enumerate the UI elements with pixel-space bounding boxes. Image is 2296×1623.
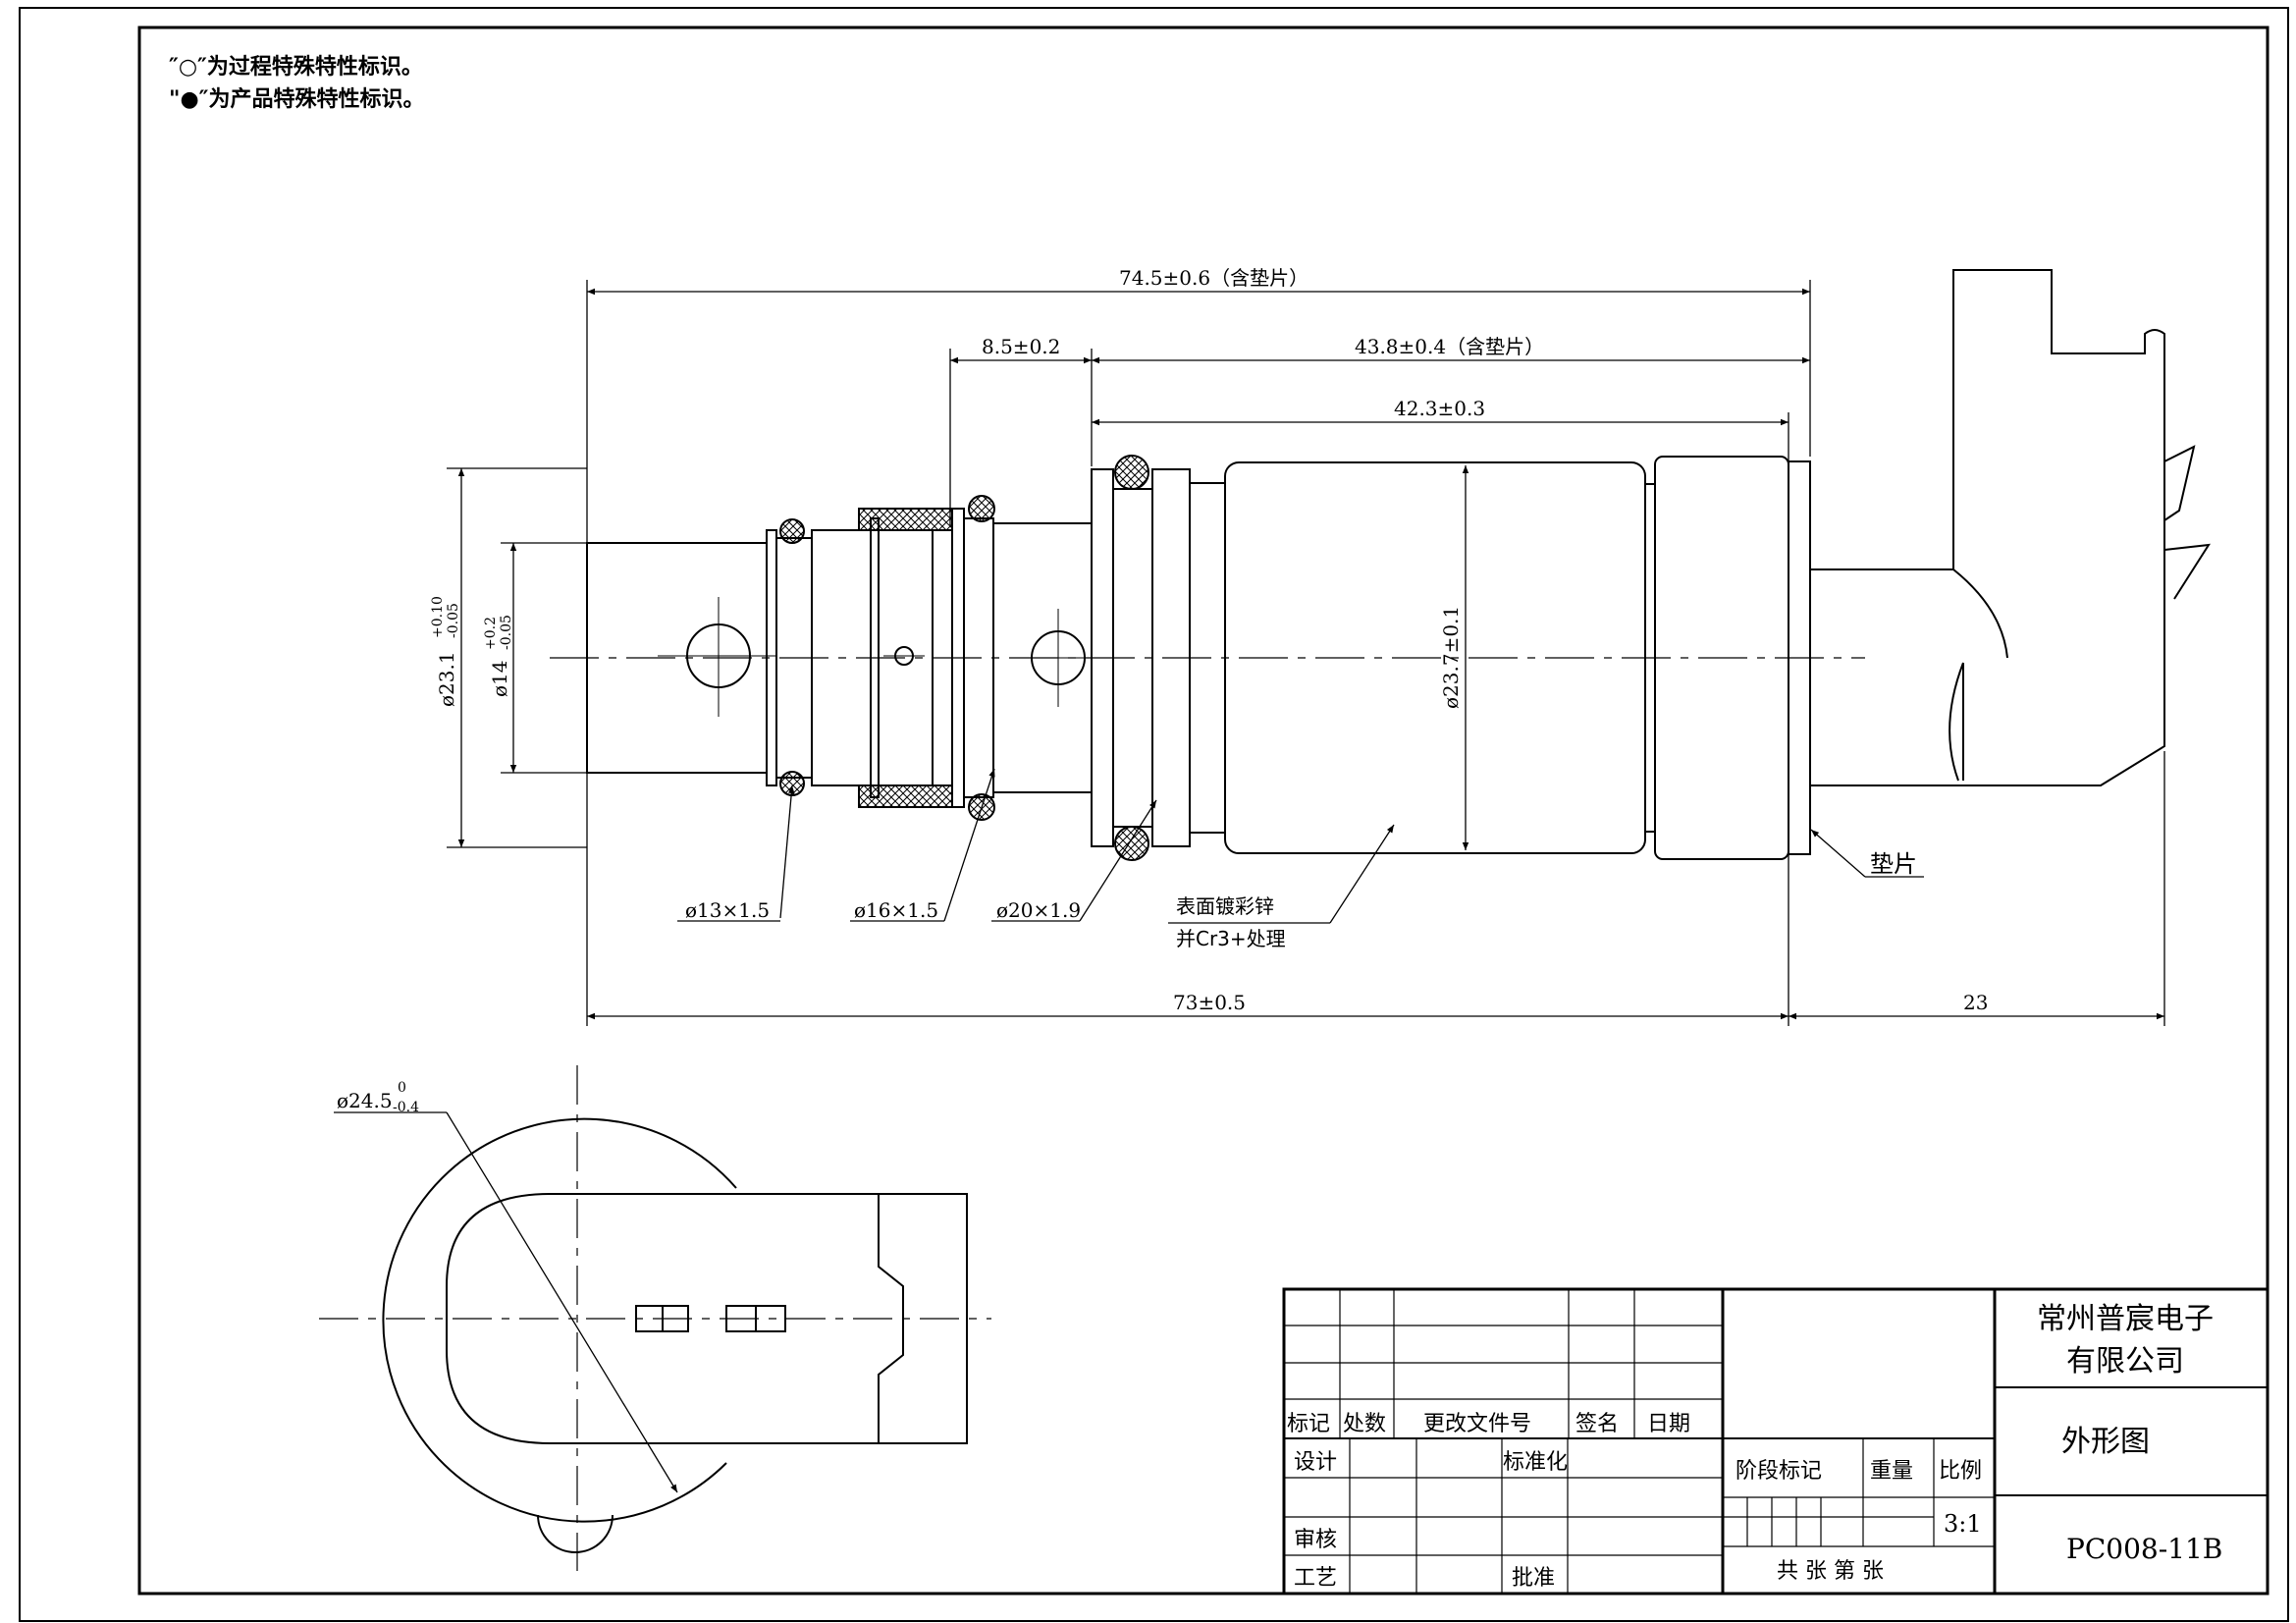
svg-text:标准化: 标准化 (1503, 1450, 1568, 1475)
svg-text:审核: 审核 (1294, 1528, 1337, 1552)
callout-oring-2: ø16×1.5 (854, 898, 938, 922)
dimension-lines (447, 280, 2165, 1026)
dim-front-length: 8.5±0.2 (982, 335, 1060, 358)
note-product-mark: "●″为产品特殊特性标识。 (169, 86, 425, 112)
svg-text:批准: 批准 (1512, 1566, 1555, 1591)
oring-1-bottom (779, 771, 805, 796)
svg-text:ø24.5: ø24.5 (337, 1089, 393, 1112)
svg-text:阶段标记: 阶段标记 (1735, 1459, 1822, 1484)
note-process-mark: ″○″为过程特殊特性标识。 (169, 54, 423, 80)
title-block (1282, 1287, 2269, 1596)
svg-text:常州普宸电子: 常州普宸电子 (2037, 1302, 2214, 1336)
callout-oring-3: ø20×1.9 (996, 898, 1081, 922)
svg-text:-0.05: -0.05 (499, 615, 514, 650)
svg-text:更改文件号: 更改文件号 (1423, 1412, 1531, 1436)
dim-end-diameter: ø24.5 0 -0.4 (337, 1080, 419, 1115)
svg-text:签名: 签名 (1575, 1412, 1619, 1436)
outer-border (19, 7, 2289, 1622)
svg-text:重量: 重量 (1870, 1459, 1913, 1484)
dim-outer-diameter: ø23.1 +0.10 -0.05 (430, 596, 461, 707)
dim-inner-diameter: ø14 +0.2 -0.05 (483, 615, 514, 697)
dim-overall-length: 74.5±0.6（含垫片） (1119, 266, 1308, 290)
end-flange-circle (382, 1117, 737, 1523)
svg-text:+0.2: +0.2 (483, 617, 499, 650)
callout-shim: 垫片 (1870, 850, 1917, 878)
oring-1-top (779, 518, 805, 544)
svg-text:-0.05: -0.05 (446, 603, 461, 638)
svg-text:0: 0 (398, 1080, 406, 1096)
title-block-text: 标记 处数 更改文件号 签名 日期 设计 标准化 审核 工艺 批准 阶段标记 重… (1287, 1302, 2222, 1591)
oring-3-top (1114, 455, 1149, 490)
dim-body-length: 42.3±0.3 (1394, 397, 1485, 420)
callout-surface-line1: 表面镀彩锌 (1176, 894, 1274, 918)
svg-text:PC008-11B: PC008-11B (2066, 1533, 2222, 1565)
svg-text:外形图: 外形图 (2061, 1425, 2150, 1459)
dim-connector-length: 23 (1963, 991, 1988, 1014)
callout-oring-1: ø13×1.5 (685, 898, 770, 922)
filter-screen-bottom (858, 784, 953, 808)
filter-screen-top (858, 508, 953, 531)
dim-body-diameter: ø23.7±0.1 (1439, 606, 1463, 709)
oring-3-bottom (1114, 826, 1149, 861)
svg-text:ø23.1: ø23.1 (435, 651, 458, 707)
svg-text:+0.10: +0.10 (430, 596, 446, 638)
connector-housing (1810, 269, 2165, 786)
svg-text:处数: 处数 (1343, 1412, 1386, 1436)
svg-text:日期: 日期 (1647, 1412, 1690, 1436)
svg-text:标记: 标记 (1287, 1412, 1330, 1436)
bottom-tab (537, 1514, 614, 1553)
side-view (550, 269, 2211, 861)
svg-text:工艺: 工艺 (1294, 1566, 1337, 1591)
svg-text:有限公司: 有限公司 (2066, 1344, 2184, 1379)
svg-text:比例: 比例 (1939, 1459, 1982, 1484)
svg-text:设计: 设计 (1294, 1450, 1337, 1475)
svg-text:ø14: ø14 (488, 661, 511, 698)
callout-surface-line2: 并Cr3+处理 (1176, 927, 1286, 950)
dim-body-length-shim: 43.8±0.4（含垫片） (1355, 335, 1544, 358)
inner-frame (137, 26, 2269, 1596)
end-view (319, 1065, 991, 1571)
connector-outline (446, 1193, 968, 1444)
oring-2-top (968, 495, 995, 522)
dim-total-length: 73±0.5 (1173, 991, 1246, 1014)
svg-text:3:1: 3:1 (1944, 1510, 1982, 1538)
svg-text:-0.4: -0.4 (393, 1100, 419, 1115)
svg-text:共 张 第 张: 共 张 第 张 (1777, 1559, 1884, 1584)
